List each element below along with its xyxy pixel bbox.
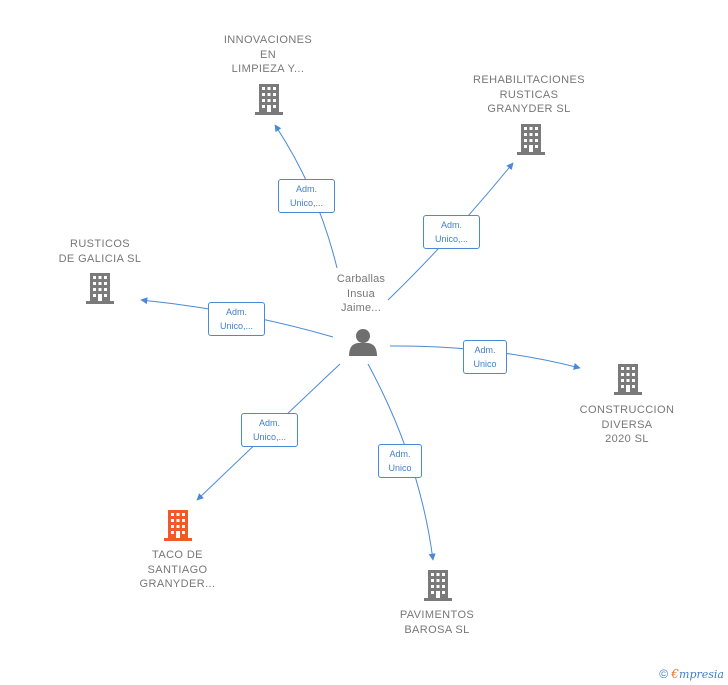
relation-detail: Unico,... bbox=[434, 234, 468, 244]
relation-role: Adm. bbox=[225, 307, 247, 317]
relation-label-rehabilitaciones: Adm. Unico,... bbox=[423, 215, 480, 249]
building-icon-construccion bbox=[614, 364, 642, 395]
company-label-rehabilitaciones[interactable]: REHABILITACIONES RUSTICAS GRANYDER SL bbox=[473, 74, 585, 115]
relation-label-rusticos: Adm. Unico,... bbox=[208, 302, 265, 336]
relation-detail: Unico,... bbox=[252, 432, 286, 442]
relation-detail: Unico,... bbox=[289, 198, 323, 208]
person-icon bbox=[349, 329, 377, 356]
relation-role: Adm. bbox=[258, 418, 280, 428]
company-label-construccion[interactable]: CONSTRUCCION DIVERSA 2020 SL bbox=[579, 404, 675, 445]
relation-detail: Unico,... bbox=[219, 321, 253, 331]
building-icon-rusticos bbox=[86, 273, 114, 304]
brand-logo-text: mpresia bbox=[679, 668, 724, 681]
footer-watermark: © €mpresia bbox=[659, 667, 724, 681]
relation-label-construccion: Adm. Unico bbox=[463, 340, 507, 374]
relation-label-pavimentos: Adm. Unico bbox=[378, 444, 422, 478]
building-icon-rehabilitaciones bbox=[517, 124, 545, 155]
relation-label-innovaciones: Adm. Unico,... bbox=[278, 179, 335, 213]
copyright-symbol: © bbox=[659, 667, 669, 681]
brand-logo-initial: € bbox=[671, 667, 680, 681]
building-icon-taco bbox=[164, 510, 192, 541]
relation-role: Adm. bbox=[474, 345, 496, 355]
company-label-pavimentos[interactable]: PAVIMENTOS BAROSA SL bbox=[399, 609, 475, 636]
relation-role: Adm. bbox=[389, 449, 411, 459]
company-label-taco[interactable]: TACO DE SANTIAGO GRANYDER... bbox=[139, 549, 216, 590]
company-label-rusticos[interactable]: RUSTICOS DE GALICIA SL bbox=[58, 238, 142, 265]
company-label-innovaciones[interactable]: INNOVACIONES EN LIMPIEZA Y... bbox=[223, 34, 313, 75]
relation-role: Adm. bbox=[295, 184, 317, 194]
building-icon-innovaciones bbox=[255, 84, 283, 115]
relation-detail: Unico bbox=[473, 359, 497, 369]
building-icon-pavimentos bbox=[424, 570, 452, 601]
center-person-label[interactable]: Carballas Insua Jaime... bbox=[336, 273, 386, 314]
relation-role: Adm. bbox=[440, 220, 462, 230]
relation-label-taco: Adm. Unico,... bbox=[241, 413, 298, 447]
relation-detail: Unico bbox=[388, 463, 412, 473]
